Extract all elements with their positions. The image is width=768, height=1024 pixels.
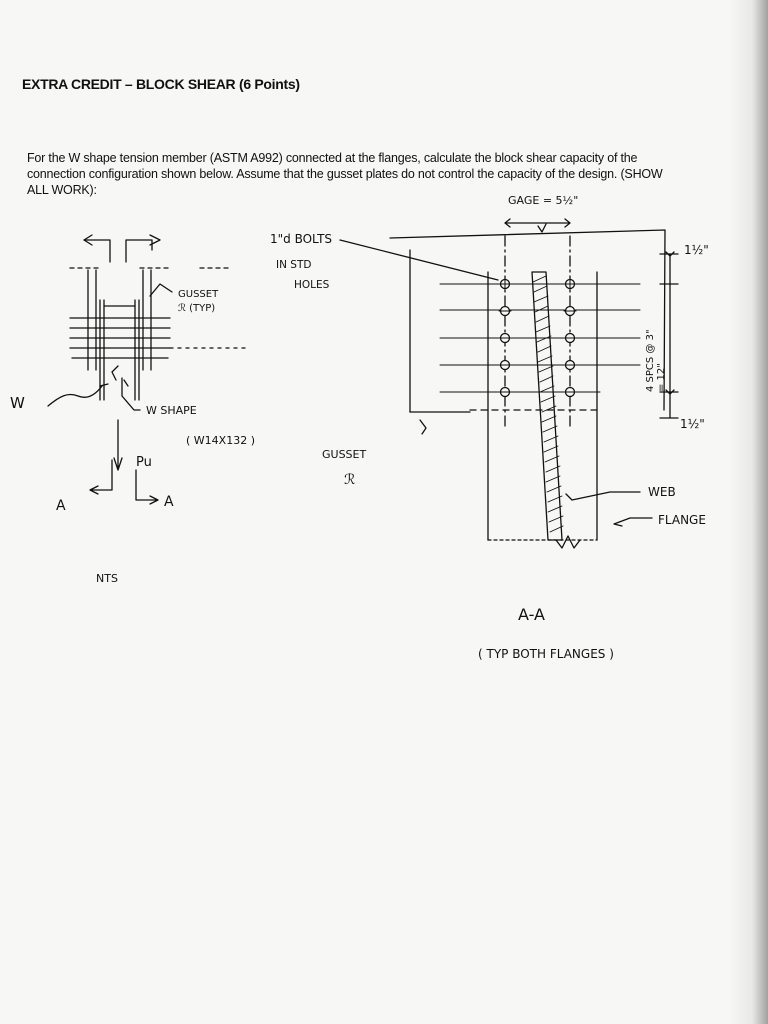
gage-label: GAGE = 5½" <box>508 194 578 207</box>
gusset-label: GUSSET <box>178 289 219 300</box>
flange-label: FLANGE <box>658 513 706 527</box>
bolts-leader <box>339 239 499 281</box>
bolts-label-line2: IN STD <box>276 259 311 271</box>
elevation-sketch <box>47 234 246 505</box>
bolts-label-line3: HOLES <box>294 279 330 291</box>
gusset-typ-label: ℛ (TYP) <box>178 303 215 314</box>
vertical-dimension-line <box>659 253 679 419</box>
gusset-section-label: GUSSET <box>322 448 366 461</box>
w-shape-label: W SHAPE <box>146 404 197 417</box>
section-title: A-A <box>518 605 545 624</box>
web-label: WEB <box>648 485 676 499</box>
section-detail <box>339 218 679 549</box>
top-arrow-left-icon <box>83 234 93 246</box>
flange-leader <box>613 517 653 527</box>
w-shape-leader <box>121 377 141 411</box>
right-gusset-plate <box>142 269 152 371</box>
section-subtitle: ( TYP BOTH FLANGES ) <box>478 647 614 661</box>
w-label: W <box>10 394 25 412</box>
bolt-spacing-line2: = 12" <box>656 363 667 392</box>
page-edge-shadow <box>728 0 768 1024</box>
web-leader <box>565 491 641 501</box>
w-flange-right <box>134 299 140 401</box>
top-section-mark <box>83 234 161 263</box>
bolt-crosshairs <box>498 277 577 393</box>
section-cut-arrow-icon <box>89 459 159 505</box>
left-gusset-plate <box>87 269 97 371</box>
problem-statement: For the W shape tension member (ASTM A99… <box>27 151 663 197</box>
document-title: EXTRA CREDIT – BLOCK SHEAR (6 Points) <box>22 76 300 92</box>
break-line-icon <box>555 535 581 549</box>
edge-distance-bottom: 1½" <box>680 417 705 431</box>
section-cut-right-label: A <box>164 494 174 510</box>
bolt-spacing-line1: 4 SPCS @ 3" <box>645 329 656 392</box>
gusset-section-symbol: ℛ <box>344 472 355 488</box>
web-strip <box>531 271 563 541</box>
w-flange-left <box>99 299 105 401</box>
gusset-leader <box>149 283 173 297</box>
gusset-section-leader <box>419 419 427 435</box>
web-hatch <box>532 275 564 533</box>
gusset-plate-outline <box>389 229 666 413</box>
load-arrow-icon <box>113 419 123 471</box>
edge-distance-top: 1½" <box>684 243 709 257</box>
nts-label: NTS <box>96 572 118 585</box>
bolts-label-line1: 1"d BOLTS <box>270 232 332 246</box>
section-cut-left-label: A <box>56 498 66 514</box>
w-leader <box>47 385 103 407</box>
gage-dimension-line <box>504 218 571 228</box>
w-shape-size: ( W14X132 ) <box>186 434 255 447</box>
load-label: Pu <box>136 455 152 470</box>
